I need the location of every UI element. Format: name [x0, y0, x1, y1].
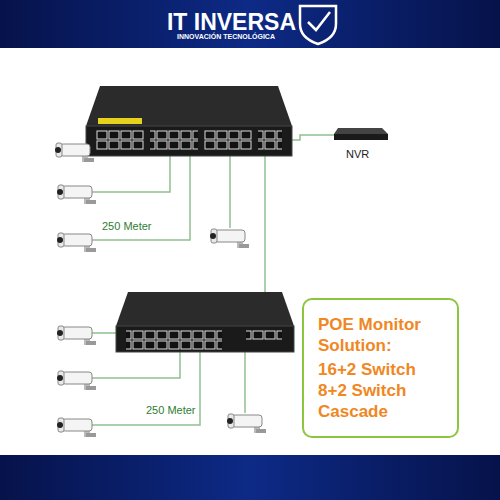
logo-text: IT INVERSA	[167, 9, 296, 36]
bottom-band	[0, 455, 500, 500]
logo-shield	[300, 6, 336, 44]
cables	[90, 135, 335, 425]
device-label: NVR	[346, 148, 369, 160]
logo-check	[308, 12, 330, 30]
nvr	[334, 128, 388, 140]
cameras	[55, 143, 266, 437]
logo-text: INNOVACIÓN TECNOLÓGICA	[177, 33, 275, 40]
switch-8-2	[116, 292, 294, 352]
device-label: 250 Meter	[146, 404, 196, 416]
box-body: 16+2 Switch 8+2 Switch Cascade	[318, 359, 443, 422]
switch-16-2	[86, 86, 292, 156]
top-band	[0, 0, 500, 48]
device-label: 250 Meter	[102, 220, 152, 232]
solution-box: POE Monitor Solution:16+2 Switch 8+2 Swi…	[302, 298, 459, 438]
box-heading: POE Monitor Solution:	[318, 314, 443, 356]
